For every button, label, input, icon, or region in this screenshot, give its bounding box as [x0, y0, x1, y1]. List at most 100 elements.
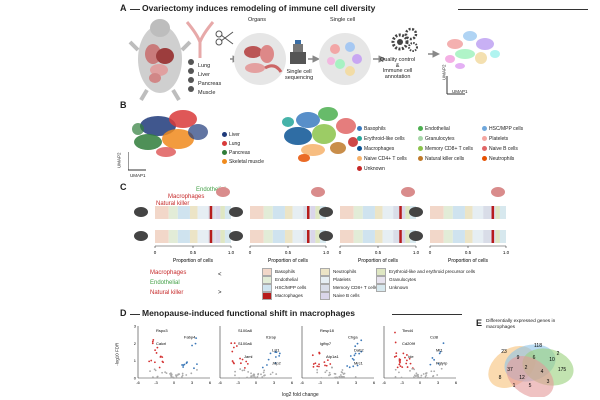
proportion-legend-item: Unknown: [376, 284, 408, 292]
proportion-segment: [315, 206, 320, 219]
volcano-point: [339, 374, 342, 376]
celltype-legend-item: Naive B cells: [482, 146, 518, 152]
volcano-point: [191, 344, 193, 347]
volcano-point: [264, 374, 266, 377]
volcano-point: [252, 376, 254, 379]
proportion-segment: [168, 206, 178, 219]
volcano-point: [316, 371, 319, 374]
volcano-point: [404, 356, 406, 359]
volcano-point: [325, 369, 328, 372]
organs-heading: Organs: [248, 17, 267, 23]
volcano-point: [335, 377, 337, 379]
volcano-point: [170, 373, 173, 376]
mouse-icon: [134, 207, 148, 217]
gene-label: Calcrl: [156, 341, 166, 346]
volcano-point: [254, 376, 257, 379]
volcano-point: [260, 373, 262, 376]
organs-circle: [234, 33, 286, 85]
gene-label: Lst1: [272, 348, 280, 353]
volcano-point: [238, 377, 240, 379]
legend-dot-icon: [418, 156, 423, 162]
proportion-segment: [340, 230, 354, 243]
volcano-point: [432, 375, 435, 377]
uterus-icon: [185, 21, 215, 58]
gene-label: Il1rap: [266, 335, 277, 340]
proportion-segment: [452, 206, 465, 219]
volcano-point: [185, 362, 188, 365]
volcano-point: [318, 352, 321, 355]
volcano-xtick: 6: [209, 380, 212, 385]
celltype-legend-label: Endothelial: [425, 126, 450, 132]
tick-label: 0.5: [190, 250, 197, 255]
volcano-point: [340, 375, 343, 378]
volcano-point: [318, 363, 320, 366]
volcano-point: [339, 376, 341, 379]
volcano-point: [442, 342, 445, 345]
volcano-point: [173, 377, 175, 379]
volcano-point: [194, 342, 197, 345]
venn-count: 5: [529, 383, 532, 389]
celltype-legend-item: HSC/MPP cells: [482, 126, 523, 132]
volcano-point: [234, 374, 236, 377]
proportion-legend-item: Neutrophils: [320, 268, 356, 276]
volcano-point: [257, 372, 260, 375]
volcano-point: [243, 367, 246, 369]
proportion-segment: [464, 230, 473, 243]
volcano-point: [417, 376, 420, 379]
volcano-point: [151, 342, 154, 345]
endothelial-label: Endothelial: [196, 187, 226, 193]
volcano-point: [399, 365, 402, 368]
volcano-point: [193, 367, 195, 370]
volcano-point: [241, 358, 244, 361]
panel-e-letter: E: [476, 318, 483, 328]
volcano-point: [438, 352, 441, 355]
qc-label: Quality control & Immune cell annotation: [380, 57, 416, 80]
proportion-segment: [393, 206, 401, 219]
volcano-point: [340, 371, 343, 373]
volcano-point: [399, 361, 401, 364]
legend-swatch-icon: [376, 268, 386, 276]
legend-swatch-icon: [262, 284, 272, 292]
macrophage-segment: [399, 206, 402, 219]
proportion-segment: [292, 230, 304, 243]
volcano-point: [158, 366, 161, 369]
venn-count: 2: [557, 351, 560, 357]
volcano-point: [159, 356, 162, 358]
volcano-point: [323, 361, 326, 364]
volcano-point: [346, 365, 349, 367]
volcano-point: [395, 355, 398, 357]
venn-count: 37: [507, 367, 513, 373]
proportion-segment: [495, 230, 500, 243]
panel-d-title: Menopause-induced functional shift in ma…: [142, 308, 355, 318]
gene-label: Rspo3: [156, 328, 168, 333]
proportion-legend-label: HSC/MPP cells: [275, 285, 307, 291]
proportion-segment: [400, 230, 406, 243]
volcano-point: [425, 372, 428, 374]
proportion-legend-item: Granulocytes: [376, 276, 416, 284]
proportion-segment: [405, 206, 410, 219]
venn-count: 175: [558, 367, 567, 373]
volcano-point: [261, 366, 264, 369]
proportion-segment: [189, 230, 198, 243]
proportion-legend-label: Neutrophils: [333, 269, 357, 275]
celltype-legend-item: Unknown: [357, 166, 385, 172]
venn-count: 3: [547, 379, 550, 385]
panel-a-title: Ovariectomy induces remodeling of immune…: [142, 3, 376, 13]
volcano-point: [182, 366, 185, 368]
legend-swatch-icon: [376, 276, 386, 284]
umap-overview-plot: [445, 31, 500, 95]
proportion-segment: [382, 206, 394, 219]
volcano-point: [358, 352, 361, 355]
volcano-point: [328, 371, 331, 374]
volcano-point: [431, 357, 434, 359]
proportion-segment: [224, 206, 231, 219]
venn-count: 2: [525, 365, 528, 371]
volcano-point: [196, 369, 198, 371]
volcano-point: [156, 375, 159, 378]
volcano-xtick: -3: [154, 380, 158, 385]
volcano-point: [440, 367, 443, 370]
volcano-point: [413, 368, 416, 371]
volcano-xtick: -3: [236, 380, 240, 385]
